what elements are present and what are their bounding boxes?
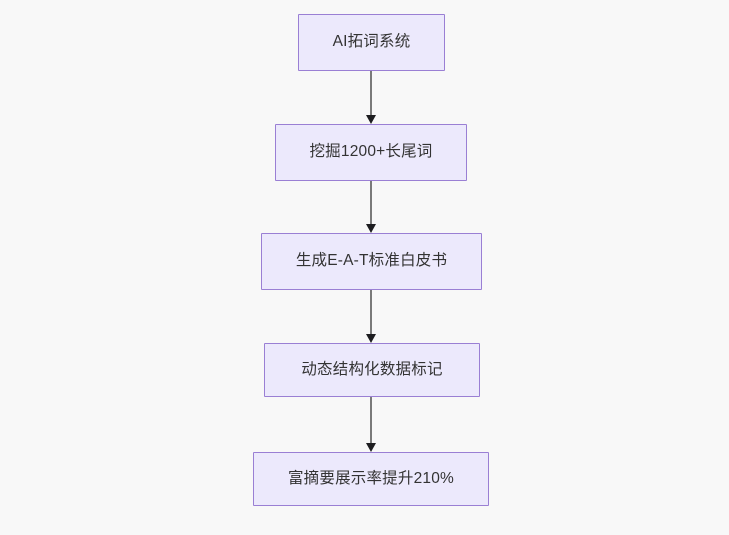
arrowhead-icon <box>366 115 376 124</box>
flow-node-n3[interactable]: 生成E-A-T标准白皮书 <box>261 233 482 290</box>
edge-line <box>370 290 372 335</box>
edge-line <box>370 71 372 116</box>
flow-node-n5[interactable]: 富摘要展示率提升210% <box>253 452 489 506</box>
arrowhead-icon <box>366 224 376 233</box>
flow-node-label: 挖掘1200+长尾词 <box>309 143 433 161</box>
flow-node-label: 生成E-A-T标准白皮书 <box>295 252 448 270</box>
flow-node-label: AI拓词系统 <box>332 33 411 51</box>
flow-node-n1[interactable]: AI拓词系统 <box>298 14 445 71</box>
flow-node-label: 动态结构化数据标记 <box>301 360 443 378</box>
edge-line <box>370 397 372 444</box>
flow-node-label: 富摘要展示率提升210% <box>287 469 455 487</box>
arrowhead-icon <box>366 443 376 452</box>
flow-node-n2[interactable]: 挖掘1200+长尾词 <box>275 124 467 181</box>
edge-line <box>370 181 372 225</box>
flow-node-n4[interactable]: 动态结构化数据标记 <box>264 343 480 397</box>
arrowhead-icon <box>366 334 376 343</box>
